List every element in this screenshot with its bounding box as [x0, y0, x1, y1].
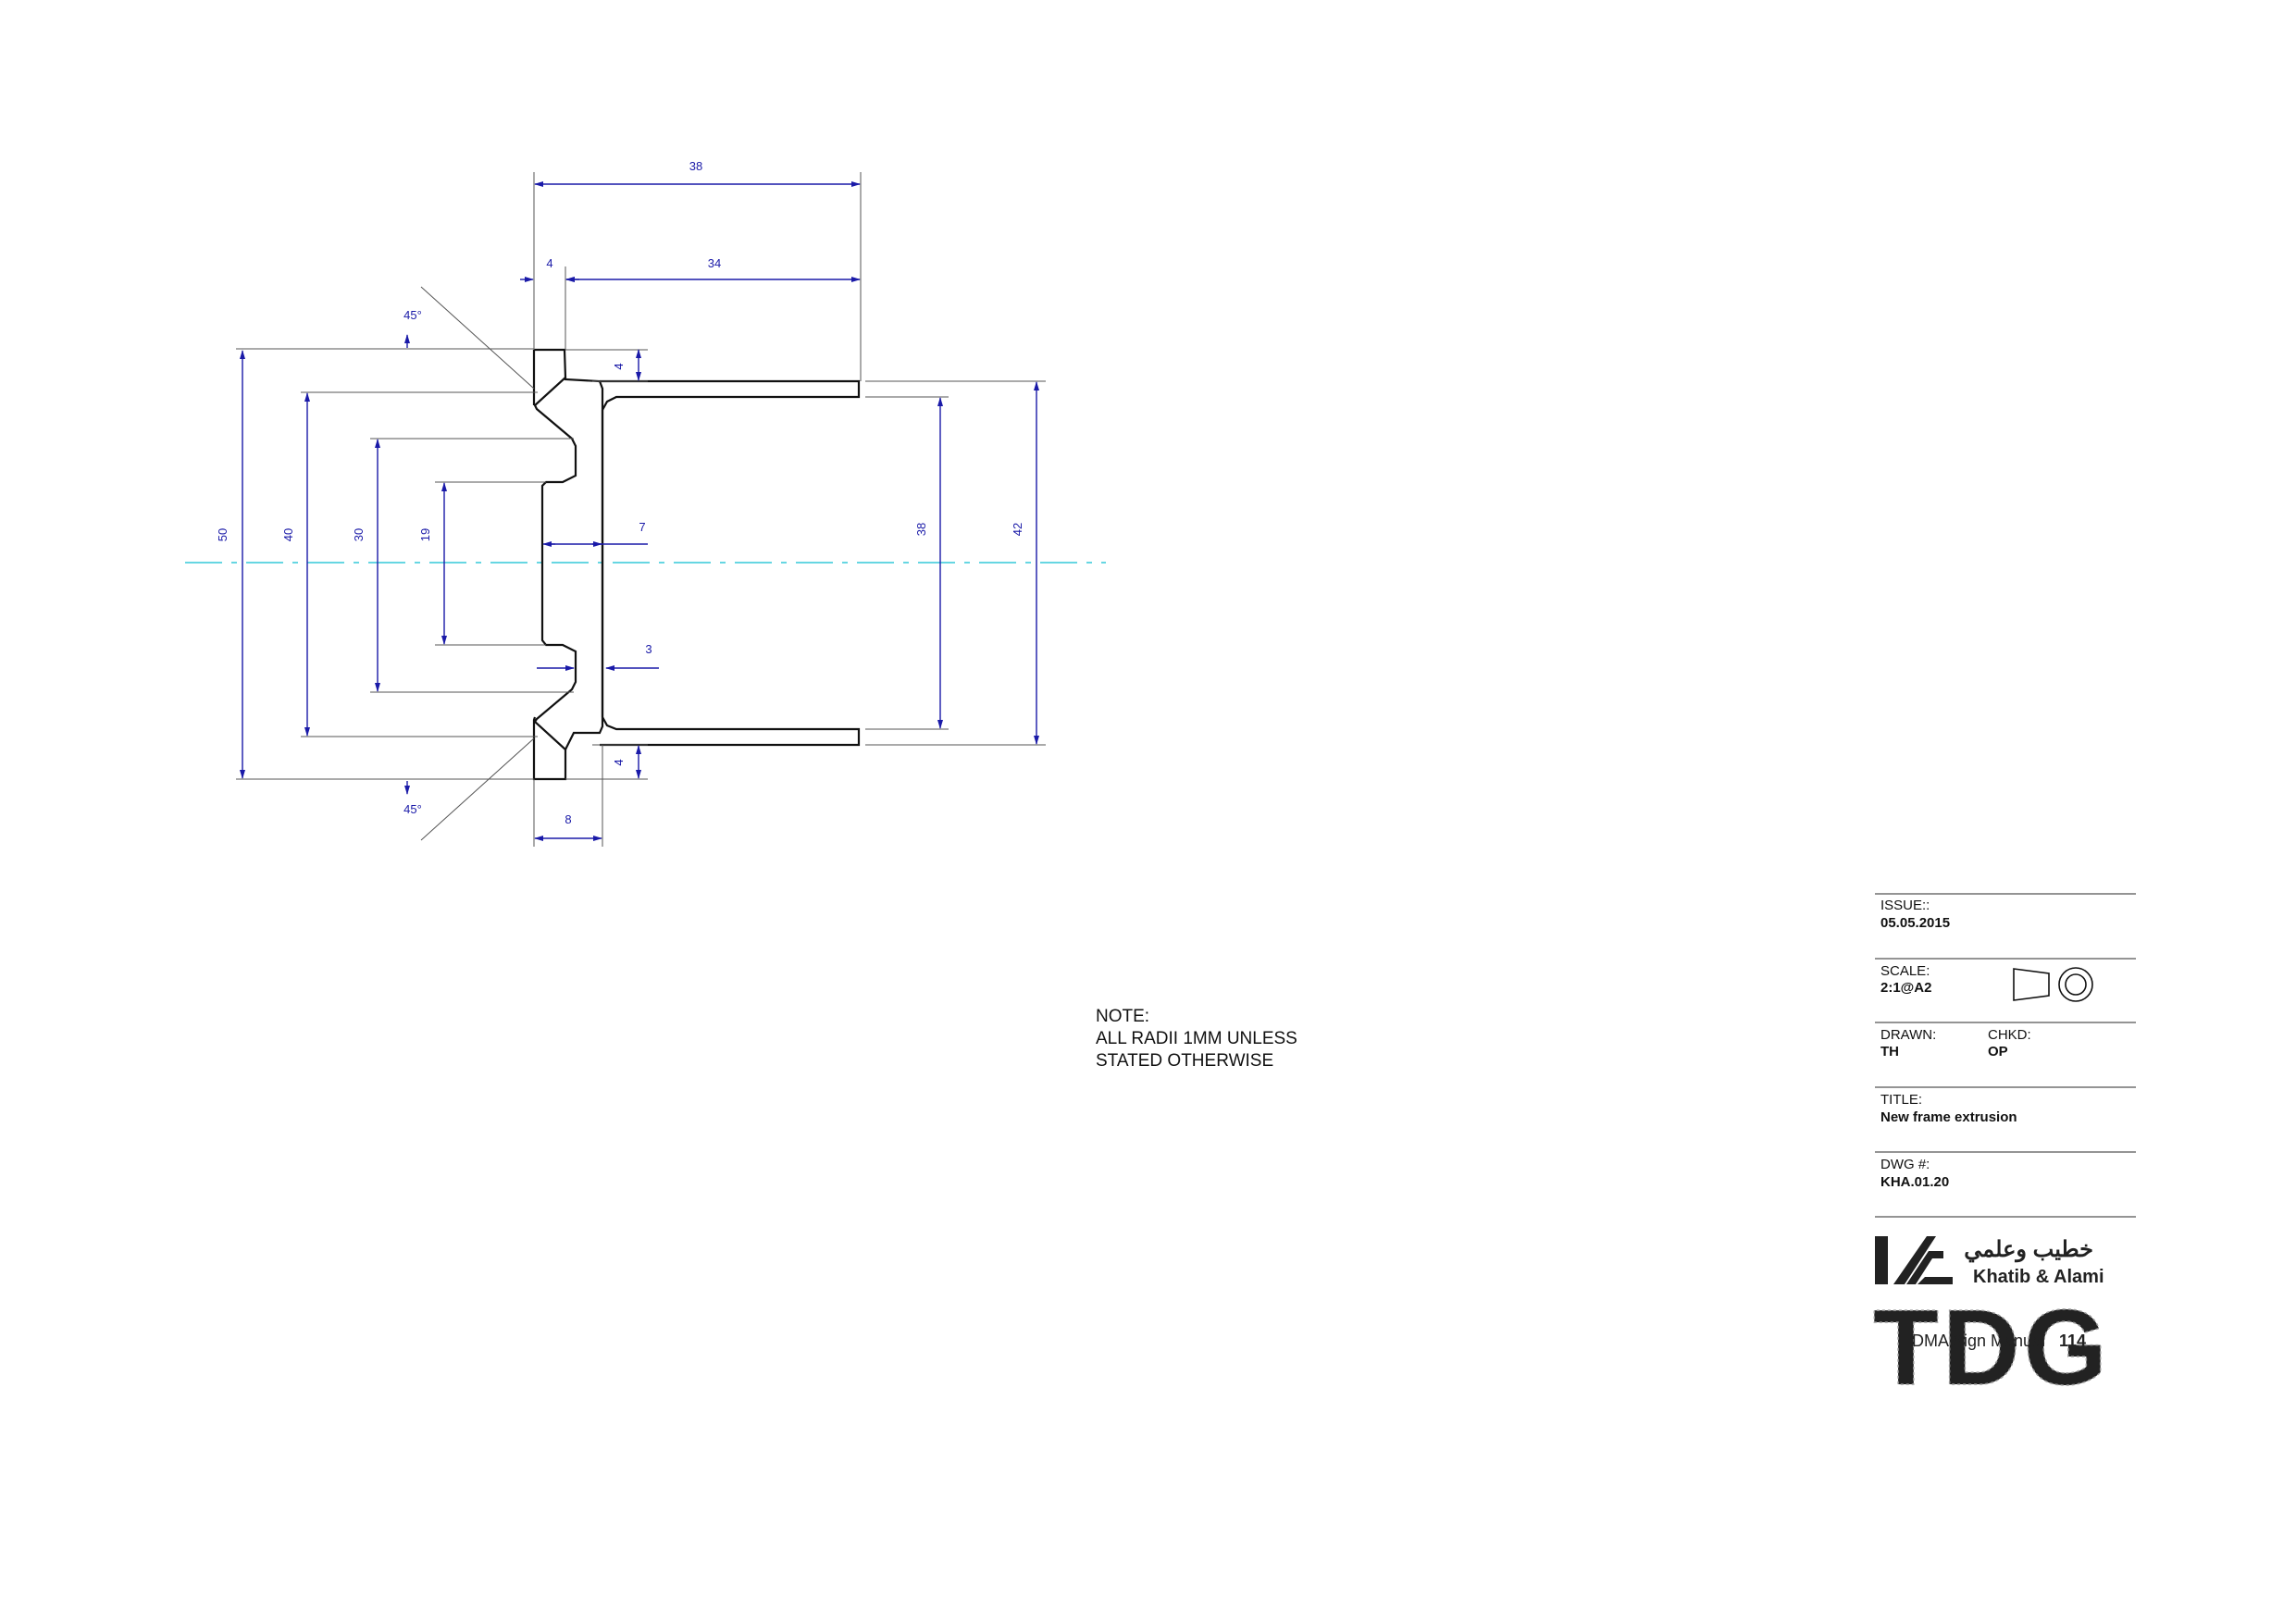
dim-4-top: 4 — [612, 363, 626, 369]
dim-40: 40 — [281, 528, 295, 541]
dim-3: 3 — [645, 642, 652, 656]
issue-value: 05.05.2015 — [1880, 915, 1950, 931]
logo-arabic-text: خطيب وعلمي — [1964, 1237, 2093, 1263]
dim-8: 8 — [565, 812, 571, 826]
dim-34: 34 — [708, 256, 721, 270]
profile-outline — [532, 348, 577, 781]
dim-50: 50 — [216, 528, 230, 541]
manual-text: DMA Sign Manual — [1912, 1332, 2045, 1350]
issue-label: ISSUE:: — [1880, 898, 1930, 913]
tdg-text: TDG — [1873, 1287, 2111, 1407]
dim-7: 7 — [639, 520, 645, 534]
page-number: 114 — [2059, 1332, 2086, 1350]
chkd-label: CHKD: — [1988, 1027, 2031, 1043]
dim-38-top: 38 — [689, 159, 702, 173]
drawn-label: DRAWN: — [1880, 1027, 1936, 1043]
profile-outline-right — [564, 378, 604, 750]
note-heading: NOTE: — [1096, 1007, 1149, 1026]
dim-19: 19 — [418, 528, 432, 541]
projection-symbol-icon — [2013, 967, 2093, 1002]
khatib-alami-logo-icon: خطيب وعلمي Khatib & Alami — [1875, 1236, 2104, 1287]
scale-label: SCALE: — [1880, 963, 1930, 979]
dwg-label: DWG #: — [1880, 1157, 1930, 1172]
channel-web — [600, 410, 861, 747]
tdg-logo-icon: TDG DMA Sign Manual 114 — [1872, 1286, 2111, 1408]
title-value: New frame extrusion — [1880, 1109, 2017, 1125]
logo-english-text: Khatib & Alami — [1973, 1267, 2104, 1287]
drawn-value: TH — [1880, 1044, 1899, 1059]
dim-30: 30 — [352, 528, 366, 541]
title-block: ISSUE:: 05.05.2015 SCALE: 2:1@A2 DRAWN: … — [1875, 893, 2136, 1218]
dim-38-right: 38 — [914, 523, 928, 536]
dim-4-bottom: 4 — [612, 759, 626, 765]
channel-top — [600, 379, 861, 411]
dwg-value: KHA.01.20 — [1880, 1174, 1949, 1190]
dimension-lines — [240, 181, 1039, 841]
dim-4-flange: 4 — [546, 256, 552, 270]
dim-42: 42 — [1011, 523, 1024, 536]
dim-45-top: 45° — [403, 308, 422, 322]
note-line-2: STATED OTHERWISE — [1096, 1051, 1273, 1071]
scale-value: 2:1@A2 — [1880, 980, 1931, 996]
title-label: TITLE: — [1880, 1092, 1922, 1108]
dim-45-bottom: 45° — [403, 802, 422, 816]
chkd-value: OP — [1988, 1044, 2008, 1059]
note-line-1: ALL RADII 1MM UNLESS — [1096, 1029, 1297, 1048]
